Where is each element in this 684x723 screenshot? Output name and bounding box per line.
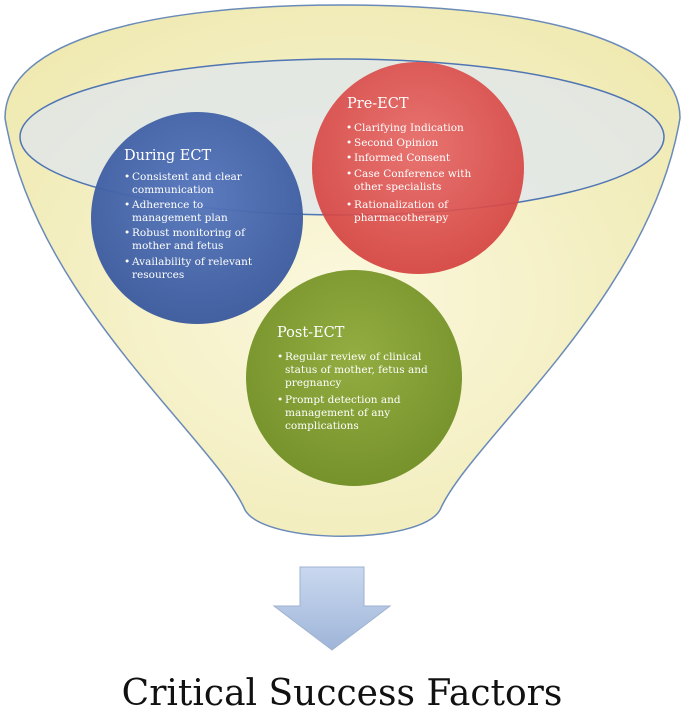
bullet-text: pregnancy xyxy=(285,377,341,389)
bullet-marker: • xyxy=(346,122,352,134)
bullet-text: complications xyxy=(285,420,359,432)
pre-ect-bullets: • Clarifying Indication • Second Opinion… xyxy=(346,122,471,224)
bullet-text: pharmacotherapy xyxy=(354,212,448,224)
bullet-text: Informed Consent xyxy=(354,152,451,164)
pre-ect-group: Pre-ECT • Clarifying Indication • Second… xyxy=(312,62,524,274)
diagram-caption: Critical Success Factors xyxy=(121,673,563,714)
bullet-marker: • xyxy=(346,152,352,164)
bullet-marker: • xyxy=(346,199,352,211)
bullet-marker: • xyxy=(346,168,352,180)
during-ect-bullets: • Consistent and clear communication • A… xyxy=(124,171,253,281)
bullet-text: Availability of relevant xyxy=(131,256,253,268)
bullet-text: status of mother, fetus and xyxy=(285,364,428,376)
bullet-text: Prompt detection and xyxy=(285,394,401,406)
bullet-text: management plan xyxy=(132,212,228,224)
bullet-text: Consistent and clear xyxy=(132,171,243,183)
post-ect-bullets: • Regular review of clinical status of m… xyxy=(277,351,428,432)
bullet-marker: • xyxy=(124,171,130,183)
bullet-marker: • xyxy=(124,256,130,268)
bullet-text: management of any xyxy=(285,407,390,419)
bullet-text: communication xyxy=(132,184,214,196)
bullet-text: Regular review of clinical xyxy=(285,351,422,363)
down-arrow-icon xyxy=(272,566,392,651)
bullet-text: other specialists xyxy=(354,181,441,193)
bullet-text: Rationalization of xyxy=(354,199,449,211)
bullet-marker: • xyxy=(124,199,130,211)
bullet-text: Robust monitoring of xyxy=(132,227,246,239)
bullet-text: resources xyxy=(132,269,184,281)
post-ect-circle xyxy=(246,270,462,486)
bullet-marker: • xyxy=(124,227,130,239)
during-ect-circle xyxy=(91,112,303,324)
during-ect-group: During ECT • Consistent and clear commun… xyxy=(91,112,303,324)
bullet-marker: • xyxy=(346,137,352,149)
pre-ect-circle xyxy=(312,62,524,274)
post-ect-title: Post-ECT xyxy=(277,325,345,341)
bullet-text: Case Conference with xyxy=(354,168,471,180)
pre-ect-title: Pre-ECT xyxy=(347,96,409,112)
bullet-text: Second Opinion xyxy=(354,137,439,149)
during-ect-title: During ECT xyxy=(124,148,211,164)
bullet-marker: • xyxy=(277,351,283,363)
post-ect-group: Post-ECT • Regular review of clinical st… xyxy=(246,270,462,486)
bullet-text: Adherence to xyxy=(131,199,203,211)
bullet-marker: • xyxy=(277,394,283,406)
bullet-text: mother and fetus xyxy=(132,240,223,252)
bullet-text: Clarifying Indication xyxy=(354,122,464,134)
